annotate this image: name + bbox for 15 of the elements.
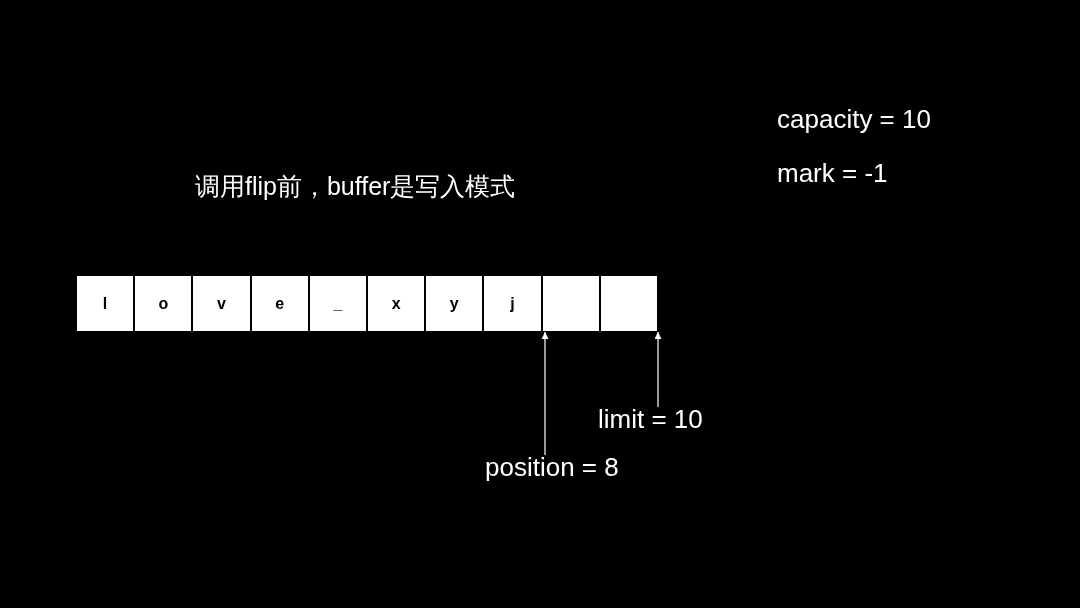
property-label: capacity = 10	[777, 105, 931, 135]
pointer-label: limit = 10	[598, 405, 703, 435]
buffer-cell: _	[309, 276, 366, 331]
pointer-label: position = 8	[485, 453, 619, 483]
buffer-cell: j	[484, 276, 541, 331]
buffer-cell: e	[251, 276, 308, 331]
pointer-arrow	[541, 331, 549, 456]
buffer-cell: o	[135, 276, 192, 331]
diagram-title: 调用flip前，buffer是写入模式	[195, 172, 516, 201]
buffer-cell: x	[368, 276, 425, 331]
pointer-arrow	[654, 331, 662, 408]
buffer-cell: y	[426, 276, 483, 331]
buffer-cell: v	[193, 276, 250, 331]
property-label: mark = -1	[777, 159, 888, 189]
buffer-cell: l	[77, 276, 134, 331]
